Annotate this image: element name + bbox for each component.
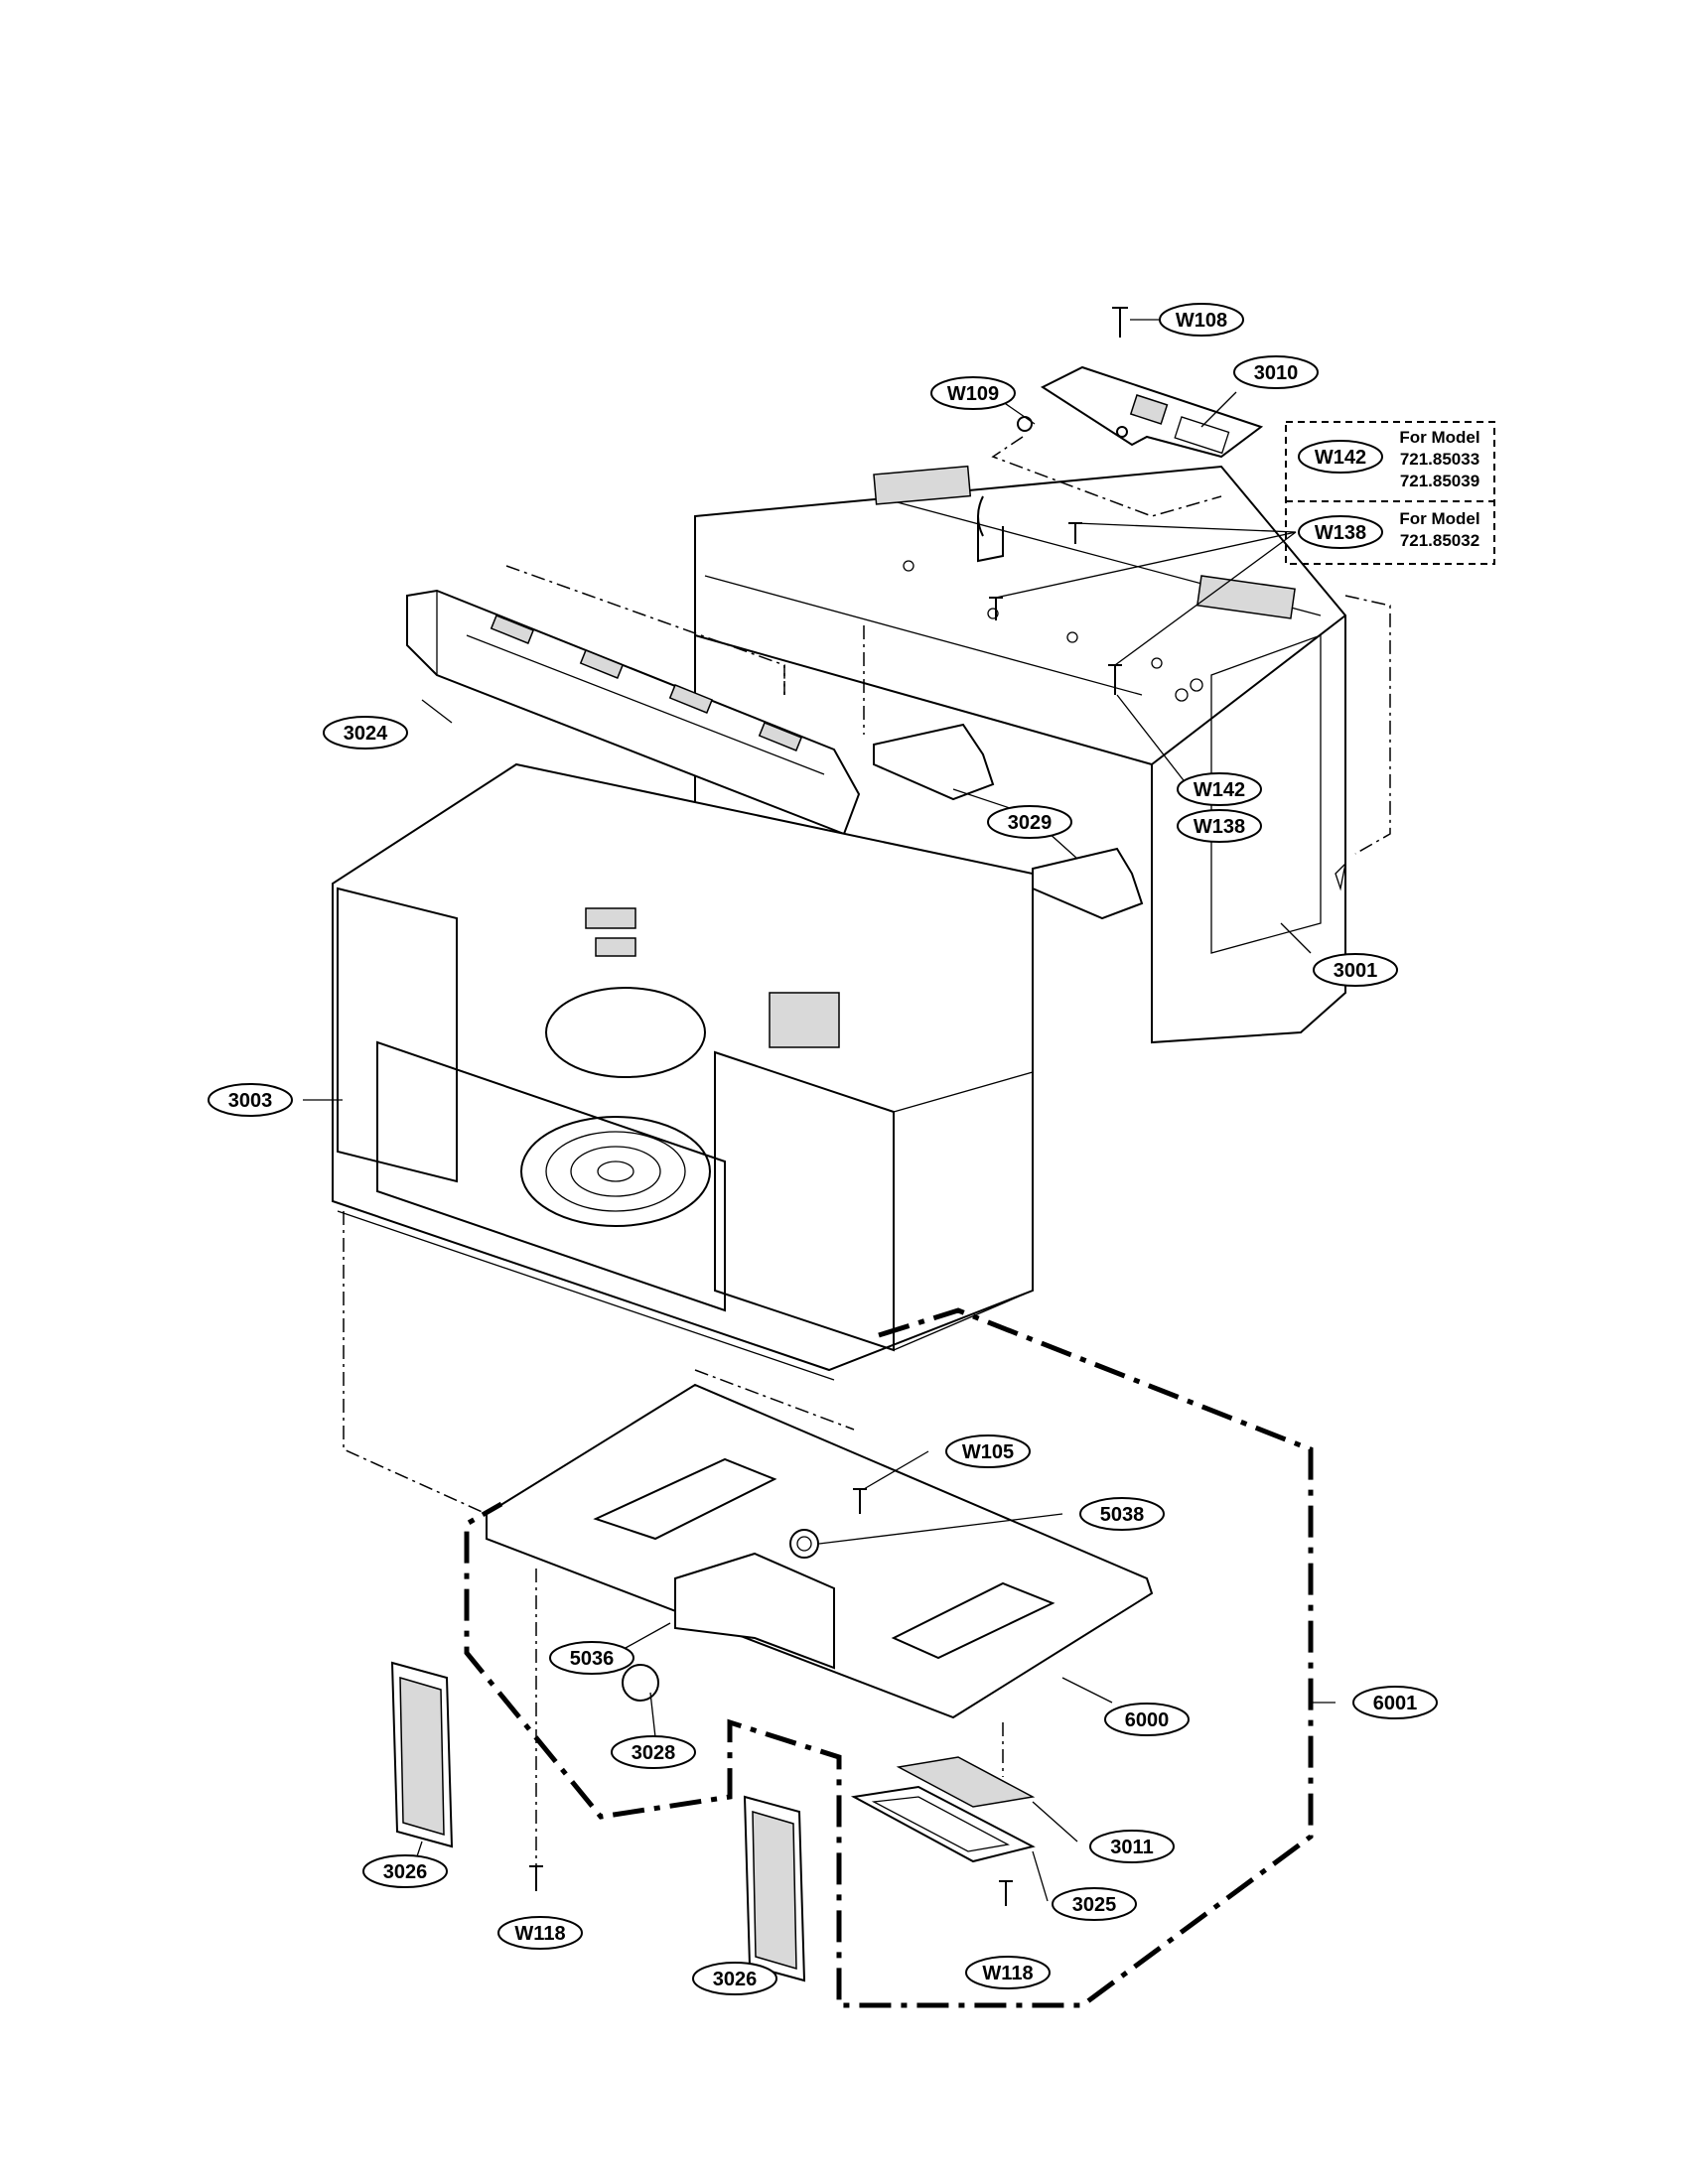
- callout-w138-top-label: W138: [1315, 522, 1366, 544]
- mounting-bracket-3010: [1040, 365, 1264, 459]
- model-note-1-model-b: 721.85039: [1400, 472, 1479, 490]
- bottom-plate-6000: [486, 1383, 1154, 1719]
- model-note-1-title: For Model: [1399, 428, 1479, 447]
- callout-6000: 6000: [1104, 1703, 1190, 1736]
- callout-3029-label: 3029: [1008, 812, 1053, 834]
- callout-3010: 3010: [1233, 355, 1319, 389]
- light-cover-3011: [896, 1756, 1036, 1808]
- callout-3028-label: 3028: [632, 1742, 676, 1764]
- callout-w105-label: W105: [962, 1441, 1014, 1463]
- callout-5036: 5036: [549, 1641, 634, 1675]
- callout-3026-left: 3026: [362, 1854, 448, 1888]
- callout-w109-label: W109: [947, 383, 999, 405]
- control-panel-3024: [406, 589, 861, 836]
- assembly-guide-lines: [343, 421, 1495, 1866]
- callout-w108: W108: [1159, 303, 1244, 337]
- callout-5038: 5038: [1079, 1497, 1165, 1531]
- callout-3024: 3024: [323, 716, 408, 750]
- callout-3028: 3028: [611, 1735, 696, 1769]
- callout-w138-side: W138: [1177, 809, 1262, 843]
- callout-3025: 3025: [1052, 1887, 1137, 1921]
- callout-3026-right-label: 3026: [713, 1969, 758, 1990]
- callout-w142-side-label: W142: [1194, 779, 1245, 801]
- callout-3010-label: 3010: [1254, 362, 1299, 384]
- side-brackets-3029: [873, 723, 1144, 920]
- callout-5038-label: 5038: [1100, 1504, 1145, 1526]
- model-note-box-1: For Model 721.85033 721.85039: [1399, 428, 1479, 490]
- model-note-box-2: For Model 721.85032: [1399, 509, 1479, 550]
- callout-w142-box-label: W142: [1315, 447, 1366, 469]
- grease-filter-left: [390, 1661, 454, 1848]
- grease-filter-right: [743, 1795, 806, 1982]
- callout-3024-label: 3024: [344, 723, 388, 745]
- callout-6001-label: 6001: [1373, 1693, 1418, 1714]
- callout-3003: 3003: [208, 1083, 293, 1117]
- callout-5036-label: 5036: [570, 1648, 615, 1670]
- callout-3001-label: 3001: [1334, 960, 1378, 982]
- callout-3029: 3029: [987, 805, 1072, 839]
- callout-w118-left-label: W118: [514, 1923, 565, 1945]
- callout-3003-label: 3003: [228, 1090, 273, 1112]
- model-note-2-title: For Model: [1399, 509, 1479, 528]
- callout-3011-label: 3011: [1110, 1837, 1153, 1858]
- callout-6000-label: 6000: [1125, 1709, 1170, 1731]
- callout-w109: W109: [930, 376, 1016, 410]
- callout-6001: 6001: [1352, 1686, 1438, 1719]
- kit-boundary-6001: [464, 1307, 1314, 2008]
- oven-cavity-3003: [332, 762, 1034, 1381]
- callout-3001: 3001: [1313, 953, 1398, 987]
- callout-w118-right-label: W118: [982, 1963, 1033, 1984]
- callout-w105: W105: [945, 1434, 1031, 1468]
- callout-w108-label: W108: [1176, 310, 1227, 332]
- callout-w142-box: W142: [1298, 440, 1383, 474]
- model-note-1-model-a: 721.85033: [1400, 450, 1479, 469]
- callout-w138-side-label: W138: [1194, 816, 1245, 838]
- callout-w142-side: W142: [1177, 772, 1262, 806]
- light-cover-frame-3025: [850, 1785, 1036, 1863]
- callout-3025-label: 3025: [1072, 1894, 1117, 1916]
- callout-w118-left: W118: [497, 1916, 583, 1950]
- callout-3026-left-label: 3026: [383, 1861, 428, 1883]
- callout-w118-right: W118: [965, 1956, 1051, 1989]
- callout-3011: 3011: [1089, 1830, 1175, 1863]
- callout-w138-top: W138: [1298, 515, 1383, 549]
- model-note-2-model-a: 721.85032: [1400, 531, 1479, 550]
- callout-3026-right: 3026: [692, 1962, 777, 1995]
